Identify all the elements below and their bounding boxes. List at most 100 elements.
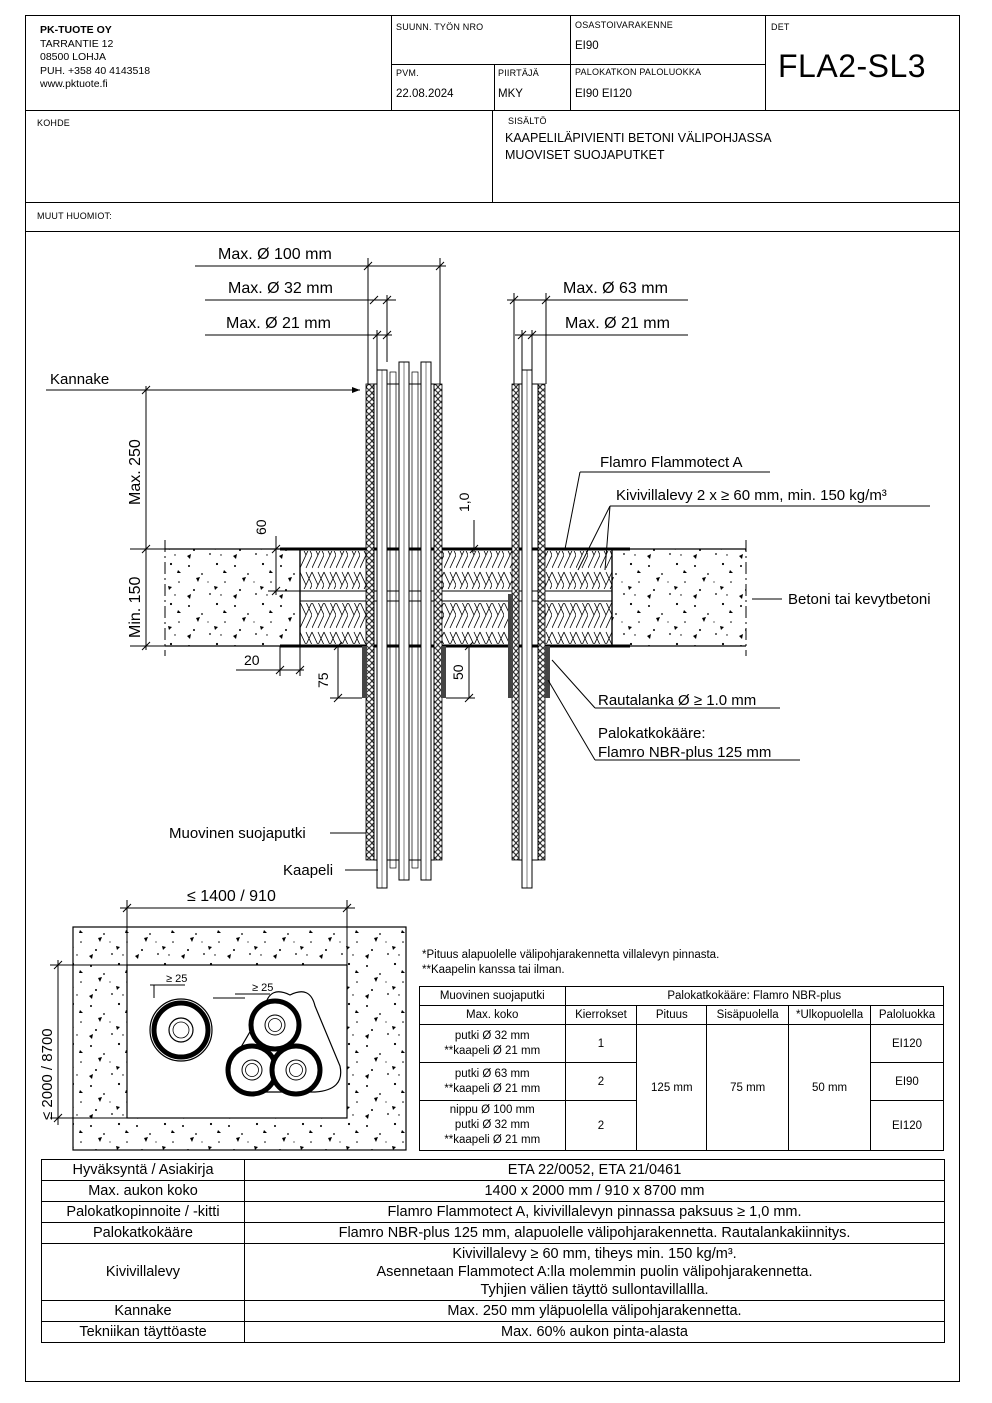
dim-min150: Min. 150 (127, 577, 144, 638)
dim-60: 60 (253, 519, 269, 535)
spec-header-wrap: Palokatkokääre: Flamro NBR-plus (564, 986, 945, 1006)
drawer-value: MKY (498, 88, 523, 100)
main-row5-value-line2: Asennetaan Flammotect A:lla molemmin puo… (376, 1264, 813, 1280)
company-name: PK-TUOTE OY (40, 24, 112, 36)
dim-max250: Max. 250 (127, 439, 144, 505)
table-row: Hyväksyntä / Asiakirja ETA 22/0052, ETA … (41, 1159, 945, 1181)
main-row2-value: 1400 x 2000 mm / 910 x 8700 mm (244, 1180, 945, 1202)
content-line-1: KAAPELILÄPIVIENTI BETONI VÄLIPOHJASSA (505, 131, 772, 145)
divider (494, 64, 496, 111)
concrete-slab-right (612, 549, 746, 646)
label-kaapeli: Kaapeli (283, 862, 333, 879)
table-row: Palokatkokääre Flamro NBR-plus 125 mm, a… (41, 1222, 945, 1244)
concrete-slab-left (165, 549, 300, 646)
label-kivivilla: Kivivillalevy 2 x ≥ 60 mm, min. 150 kg/m… (616, 487, 887, 504)
drawing-frame (25, 15, 960, 1382)
table-row: Kivivillalevy Kivivillalevy ≥ 60 mm, tih… (41, 1243, 945, 1301)
spec-header-class: Paloluokka (870, 1005, 944, 1025)
main-row3-value: Flamro Flammotect A, kivivillalevyn pinn… (244, 1201, 945, 1223)
mineral-wool (280, 547, 630, 648)
spec-row1-l2: **kaapeli Ø 21 mm (444, 1044, 541, 1057)
company-info: PK-TUOTE OY TARRANTIE 12 08500 LOHJA PUH… (40, 24, 150, 92)
spec-row2-layers: 2 (564, 1062, 638, 1101)
spec-row3-layers: 2 (564, 1100, 638, 1151)
divider (391, 64, 765, 66)
dim-max-d100: Max. Ø 100 mm (218, 246, 332, 263)
fire-class-label: PALOKATKON PALOLUOKKA (575, 67, 702, 77)
spec-row3-l2: putki Ø 32 mm (454, 1119, 530, 1131)
label-palokatko-1: Palokatkokääre: (598, 725, 706, 742)
content-line-2: MUOVISET SUOJAPUTKET (505, 148, 665, 162)
spec-header-max-size: Max. koko (419, 1005, 566, 1025)
dim-max-d32: Max. Ø 32 mm (228, 280, 333, 297)
det-value: FLA2-SL3 (778, 48, 927, 84)
dim-plan-height: ≤ 2000 / 8700 (40, 1028, 56, 1120)
company-phone: PUH. +358 40 4143518 (40, 64, 151, 77)
det-label: DET (771, 22, 790, 32)
table-row: Kannake Max. 250 mm yläpuolella välipohj… (41, 1300, 945, 1322)
note-1: *Pituus alapuolelle välipohjarakennetta … (422, 949, 720, 961)
main-row7-value: Max. 60% aukon pinta-alasta (244, 1321, 945, 1343)
dim-plan-width: ≤ 1400 / 910 (187, 888, 276, 905)
notes: *Pituus alapuolelle välipohjarakennetta … (422, 948, 719, 978)
dim-max-d63: Max. Ø 63 mm (563, 280, 668, 297)
divider (765, 15, 767, 111)
spec-row1-l1: putki Ø 32 mm (454, 1029, 530, 1042)
divider (25, 231, 960, 233)
main-row6-label: Kannake (41, 1300, 245, 1322)
spec-header-length: Pituus (636, 1005, 708, 1025)
spec-table: Muovinen suojaputki Palokatkokääre: Flam… (419, 986, 945, 1151)
spec-row3-l1: nippu Ø 100 mm (449, 1104, 535, 1116)
spec-row2-class: EI90 (870, 1062, 944, 1101)
spec-header-pipe: Muovinen suojaputki (419, 986, 566, 1006)
content-label: SISÄLTÖ (508, 116, 547, 126)
spec-row1-class: EI120 (870, 1024, 944, 1063)
structure-value: EI90 (575, 40, 599, 52)
main-row5-value-line1: Kivivillalevy ≥ 60 mm, tiheys min. 150 k… (452, 1246, 737, 1262)
main-row5-value: Kivivillalevy ≥ 60 mm, tiheys min. 150 k… (244, 1243, 945, 1301)
dim-25-a: ≥ 25 (166, 973, 187, 985)
dim-50: 50 (450, 664, 466, 680)
table-row: Max. aukon koko 1400 x 2000 mm / 910 x 8… (41, 1180, 945, 1202)
main-row4-value: Flamro NBR-plus 125 mm, alapuolelle väli… (244, 1222, 945, 1244)
dim-1-0: 1,0 (456, 492, 472, 512)
table-row: putki Ø 32 mm**kaapeli Ø 21 mm 1 125 mm … (419, 1024, 944, 1151)
main-row5-label: Kivivillalevy (41, 1243, 245, 1301)
content-text: KAAPELILÄPIVIENTI BETONI VÄLIPOHJASSA MU… (505, 130, 772, 164)
main-table: Hyväksyntä / Asiakirja ETA 22/0052, ETA … (41, 1159, 945, 1343)
divider (492, 110, 494, 203)
table-row: Palokatkopinnoite / -kitti Flamro Flammo… (41, 1201, 945, 1223)
main-row1-label: Hyväksyntä / Asiakirja (41, 1159, 245, 1181)
company-street: TARRANTIE 12 (40, 37, 114, 50)
spec-header-outside: *Ulkopuolella (788, 1005, 872, 1025)
pipe-bundle-left (362, 361, 446, 889)
table-row: nippu Ø 100 mm putki Ø 32 mm **kaapeli Ø 2… (419, 1100, 944, 1151)
date-label: PVM. (396, 68, 419, 78)
spec-length: 125 mm (636, 1024, 708, 1151)
spec-row3-class: EI120 (870, 1100, 944, 1151)
divider (391, 15, 393, 111)
dimension-lines (46, 258, 930, 871)
main-row7-label: Tekniikan täyttöaste (41, 1321, 245, 1343)
company-web: www.pktuote.fi (40, 78, 108, 90)
fire-class-value: EI90 EI120 (575, 88, 632, 100)
dim-25-b: ≥ 25 (252, 982, 273, 994)
label-rautalanka: Rautalanka Ø ≥ 1.0 mm (598, 692, 756, 709)
other-notes-label: MUUT HUOMIOT: (37, 211, 112, 221)
structure-label: OSASTOIVARAKENNE (575, 20, 673, 30)
pipe-right (508, 369, 550, 889)
target-label: KOHDE (37, 118, 71, 128)
dim-max-d21-left: Max. Ø 21 mm (226, 315, 331, 332)
spec-header-layers: Kierrokset (564, 1005, 638, 1025)
label-kannake: Kannake (50, 371, 109, 388)
company-city: 08500 LOHJA (40, 51, 106, 63)
main-row5-value-line3: Tyhjien välien täyttö sullontavillallla. (480, 1282, 709, 1298)
main-row6-value: Max. 250 mm yläpuolella välipohjarakenne… (244, 1300, 945, 1322)
spec-header-inside: Sisäpuolella (706, 1005, 790, 1025)
spec-row3-l3: **kaapeli Ø 21 mm (444, 1134, 541, 1146)
spec-outside: 50 mm (788, 1024, 872, 1151)
table-row: Tekniikan täyttöaste Max. 60% aukon pint… (41, 1321, 945, 1343)
drawer-label: PIIRTÄJÄ (498, 68, 539, 78)
label-palokatko-2: Flamro NBR-plus 125 mm (598, 744, 771, 761)
